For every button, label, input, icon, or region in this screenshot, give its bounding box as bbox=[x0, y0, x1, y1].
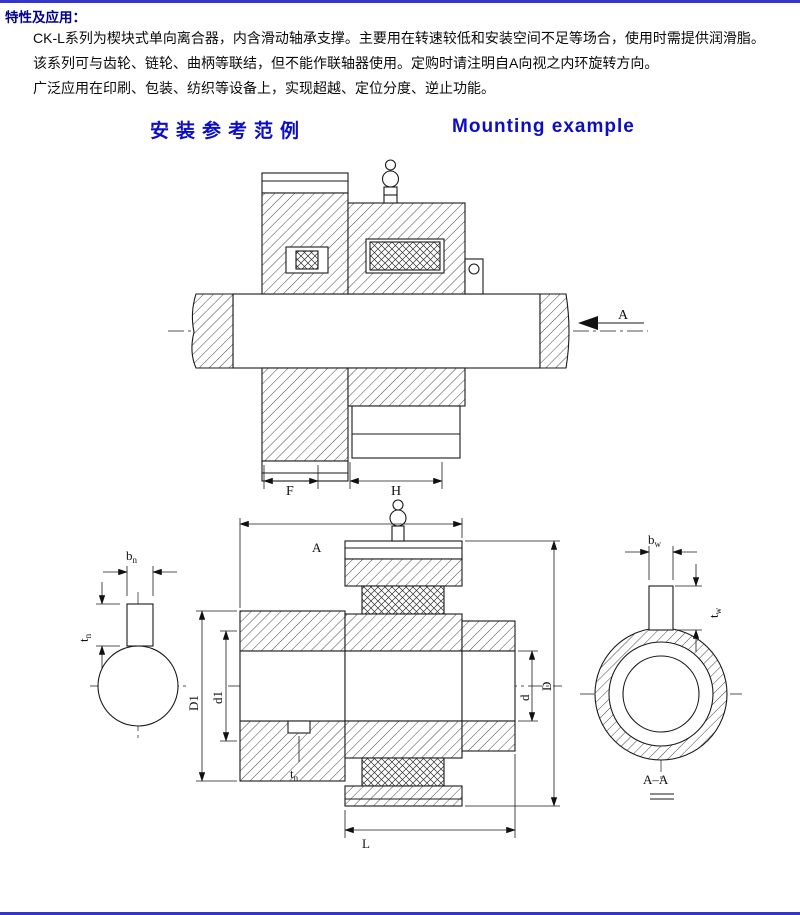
label-tn: tn bbox=[76, 633, 93, 642]
dim-d1 bbox=[220, 630, 237, 742]
installation-drawing: A F H bbox=[168, 159, 648, 496]
label-section-aa: A–A bbox=[643, 772, 669, 787]
dim-L bbox=[344, 754, 516, 838]
intro-heading: 特性及应用： bbox=[5, 10, 86, 25]
dim-tw bbox=[675, 564, 702, 652]
end-view-aa bbox=[580, 546, 742, 800]
label-bn: bn bbox=[126, 548, 138, 565]
dim-bn bbox=[103, 566, 177, 596]
dim-A bbox=[239, 518, 463, 608]
intro-paragraph-1: CK-L系列为楔块式单向离合器，内含滑动轴承支撑。主要用在转速较低和安装空间不足… bbox=[33, 30, 765, 46]
shaft-end-view bbox=[90, 566, 188, 738]
dim-D1 bbox=[196, 610, 237, 782]
key-section bbox=[126, 603, 154, 647]
grease-fitting-2 bbox=[389, 499, 407, 542]
label-dim-D: D bbox=[539, 682, 554, 691]
label-tw: tw bbox=[706, 607, 723, 618]
dim-H bbox=[349, 462, 443, 489]
intro-section: 特性及应用： CK-L系列为楔块式单向离合器，内含滑动轴承支撑。主要用在转速较低… bbox=[0, 3, 800, 101]
intro-paragraph-3: 广泛应用在印刷、包装、纺织等设备上，实现超越、定位分度、逆止功能。 bbox=[33, 80, 495, 96]
label-bw: bw bbox=[648, 532, 662, 549]
section-title-zh: 安装参考范例 bbox=[150, 121, 307, 142]
dim-d bbox=[518, 650, 538, 722]
label-dim-L: L bbox=[362, 836, 370, 851]
label-keyway-tn: tn bbox=[290, 766, 299, 783]
dim-F bbox=[263, 465, 319, 489]
label-dim-h: H bbox=[391, 484, 401, 496]
shaft bbox=[191, 293, 570, 369]
clutch-cross-section bbox=[228, 499, 562, 807]
label-dim-d: d bbox=[517, 694, 532, 701]
view-direction-arrow bbox=[578, 316, 644, 330]
label-view-a: A bbox=[618, 308, 629, 323]
label-dim-d1: d1 bbox=[210, 691, 225, 704]
dim-tn bbox=[96, 582, 120, 668]
section-title-en: Mounting example bbox=[452, 116, 635, 137]
grease-fitting bbox=[381, 159, 400, 204]
intro-paragraph-2: 该系列可与齿轮、链轮、曲柄等联结，但不能作联轴器使用。定购时请注明自A向视之内环… bbox=[33, 55, 659, 71]
key-aa bbox=[648, 585, 674, 631]
dim-bw bbox=[625, 546, 697, 580]
sprocket-section bbox=[261, 172, 349, 482]
dimension-drawing: bn tn A D1 d1 d D L tn bw tw A–A bbox=[76, 499, 742, 851]
label-dim-D1: D1 bbox=[186, 695, 201, 711]
dim-D bbox=[465, 540, 560, 807]
label-dim-a: A bbox=[312, 540, 322, 555]
section-titles: 安装参考范例 Mounting example bbox=[0, 116, 800, 143]
clutch-section bbox=[347, 202, 484, 459]
label-dim-f: F bbox=[286, 484, 294, 496]
